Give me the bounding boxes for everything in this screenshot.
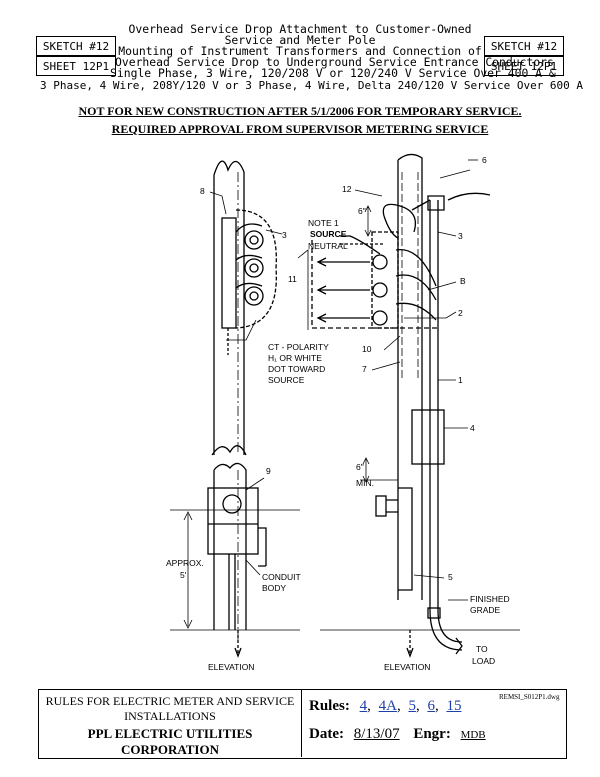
left-pole-upper xyxy=(213,160,245,455)
callout-6: 6 xyxy=(482,155,487,165)
callout-10: 10 xyxy=(362,344,372,354)
six-inch-min-label: 6" xyxy=(356,462,364,472)
callout-9: 9 xyxy=(266,466,271,476)
callout-3-right: 3 xyxy=(458,231,463,241)
callout-11: 11 xyxy=(288,274,297,284)
ct-polarity-label: DOT TOWARD xyxy=(268,364,325,374)
ct-polarity-label: H₁ OR WHITE xyxy=(268,353,322,363)
ct-polarity-label: SOURCE xyxy=(268,375,305,385)
engr-label: Engr: xyxy=(413,726,451,742)
letter-b: B xyxy=(460,276,466,286)
rule-link[interactable]: 4A xyxy=(378,698,397,714)
rules-label: Rules: xyxy=(309,698,350,714)
title-line: Mounting of Instrument Transformers and … xyxy=(118,44,482,58)
sheet-box-left: SHEET 12P1 xyxy=(36,56,116,76)
conduit-body-label: BODY xyxy=(262,583,286,593)
sketch-box-left: SKETCH #12 xyxy=(36,36,116,56)
rules-row: Rules: 4, 4A, 5, 6, 15 xyxy=(309,698,462,714)
sketch-label: SKETCH #12 xyxy=(490,39,558,53)
finished-grade-label: GRADE xyxy=(470,605,501,615)
callout-12: 12 xyxy=(342,184,352,194)
source-label: SOURCE xyxy=(310,229,347,239)
company-name: CORPORATION xyxy=(121,742,219,757)
date-label: Date: xyxy=(309,726,344,742)
sheet-label: SHEET 12P1 xyxy=(490,59,558,73)
title-block-left: RULES FOR ELECTRIC METER AND SERVICE INS… xyxy=(39,690,302,757)
date-value: 8/13/07 xyxy=(353,726,400,742)
rule-link[interactable]: 15 xyxy=(446,698,462,714)
sketch-label: SKETCH #12 xyxy=(42,39,110,53)
conduit-body-label: CONDUIT xyxy=(262,572,301,582)
callout-4: 4 xyxy=(470,423,475,433)
ct-polarity-label: CT - POLARITY xyxy=(268,342,329,352)
title-line: Overhead Service Drop Attachment to Cust… xyxy=(128,22,472,36)
elevation-label-right: ELEVATION xyxy=(384,662,430,672)
callout-5: 5 xyxy=(448,572,453,582)
rules-title-line: RULES FOR ELECTRIC METER AND SERVICE xyxy=(45,694,295,708)
rule-link[interactable]: 5 xyxy=(408,698,416,714)
notice-approval: REQUIRED APPROVAL FROM SUPERVISOR METERI… xyxy=(111,122,489,136)
callout-3-left: 3 xyxy=(282,230,287,240)
rule-link[interactable]: 4 xyxy=(359,698,368,714)
callout-1: 1 xyxy=(458,375,463,385)
to-load-label: LOAD xyxy=(472,656,495,666)
callout-7: 7 xyxy=(362,364,367,374)
finished-grade-label: FINISHED xyxy=(470,594,510,604)
six-inch-label: 6" xyxy=(358,206,366,216)
neutral-label: NEUTRAL xyxy=(308,241,348,251)
title-line: Service and Meter Pole xyxy=(224,33,376,47)
title-line: Overhead Service Drop to Underground Ser… xyxy=(115,55,554,69)
callout-2: 2 xyxy=(458,308,463,318)
left-meter-box xyxy=(207,487,259,555)
sheet-box-right: SHEET 12P1 xyxy=(484,56,564,76)
title-line: 3 Phase, 4 Wire, 208Y/120 V or 3 Phase, … xyxy=(40,79,584,92)
approx-value: 5' xyxy=(180,570,187,580)
sheet-label: SHEET 12P1 xyxy=(42,59,110,73)
title-block: RULES FOR ELECTRIC METER AND SERVICE INS… xyxy=(38,689,567,759)
drawing-file: REMSI_S012P1.dwg xyxy=(499,693,560,701)
installation-drawing: 8 3 CT - POLARITY H₁ OR WHITE DOT TOWARD… xyxy=(166,153,520,672)
rules-title-line: INSTALLATIONS xyxy=(124,709,216,723)
approx-label: APPROX. xyxy=(166,558,204,568)
notice-temporary: NOT FOR NEW CONSTRUCTION AFTER 5/1/2006 … xyxy=(78,104,522,118)
rule-link[interactable]: 6 xyxy=(427,698,435,714)
callout-8: 8 xyxy=(200,186,205,196)
title-line: Single Phase, 3 Wire, 120/208 V or 120/2… xyxy=(110,66,556,80)
engr-value: MDB xyxy=(460,729,486,741)
left-ct-cabinet xyxy=(221,217,237,329)
min-label: MIN. xyxy=(356,478,374,488)
date-row: Date: 8/13/07 Engr: MDB xyxy=(309,726,486,743)
sketch-box-right: SKETCH #12 xyxy=(484,36,564,56)
elevation-label-left: ELEVATION xyxy=(208,662,254,672)
note1-label: NOTE 1 xyxy=(308,218,339,228)
to-load-label: TO xyxy=(476,644,488,654)
right-meter-box xyxy=(411,409,445,465)
company-name: PPL ELECTRIC UTILITIES xyxy=(87,726,253,741)
